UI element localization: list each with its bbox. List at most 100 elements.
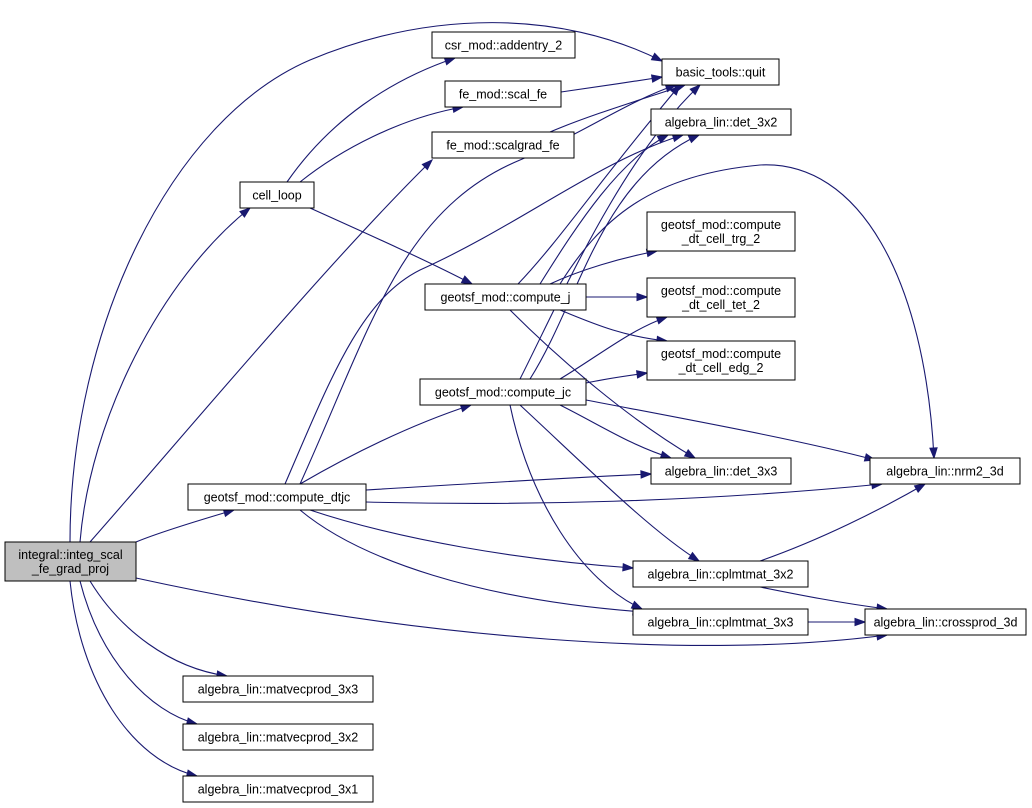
nodes-layer: integral::integ_scal_fe_grad_proj cell_lo… bbox=[4, 31, 1027, 803]
node-det-3x2[interactable]: algebra_lin::det_3x2 bbox=[650, 108, 792, 136]
edge-compute-j-to-trg-2 bbox=[549, 248, 659, 285]
arrowhead bbox=[656, 134, 670, 144]
node-box bbox=[444, 80, 562, 108]
node-tet-2[interactable]: geotsf_mod::compute_dt_cell_tet_2 bbox=[646, 277, 796, 318]
edge-compute-dtjc-to-det-3x2 bbox=[284, 133, 685, 485]
node-box bbox=[239, 181, 315, 209]
node-crossprod-3d[interactable]: algebra_lin::crossprod_3d bbox=[864, 608, 1027, 636]
edge-compute-j-to-det-3x2 bbox=[539, 134, 670, 285]
edge-compute-dtjc-to-cplmtmat-3x2 bbox=[309, 509, 635, 572]
edge-line bbox=[286, 57, 456, 183]
edge-line bbox=[69, 22, 663, 543]
arrowhead bbox=[460, 275, 474, 285]
node-label: algebra_lin::cplmtmat_3x3 bbox=[648, 616, 794, 630]
edge-line bbox=[89, 159, 433, 543]
edge-compute-jc-to-tet-2 bbox=[559, 316, 669, 380]
edge-line bbox=[284, 134, 684, 485]
node-compute-dtjc[interactable]: geotsf_mod::compute_dtjc bbox=[187, 483, 367, 511]
node-box bbox=[187, 483, 367, 511]
arrowhead bbox=[659, 450, 673, 459]
node-cplmtmat-3x2[interactable]: algebra_lin::cplmtmat_3x2 bbox=[632, 560, 809, 588]
edge-line bbox=[559, 316, 668, 380]
edge-cplmtmat-3x2-to-crossprod-3d bbox=[759, 586, 889, 612]
node-label: algebra_lin::cplmtmat_3x2 bbox=[648, 568, 794, 582]
node-cplmtmat-3x3[interactable]: algebra_lin::cplmtmat_3x3 bbox=[632, 608, 809, 636]
edge-integ-scal-to-cell-loop bbox=[79, 207, 252, 543]
edge-fe-scal-to-quit bbox=[560, 74, 664, 93]
edge-line bbox=[559, 404, 672, 459]
node-label: csr_mod::addentry_2 bbox=[445, 39, 562, 53]
node-box bbox=[632, 560, 809, 588]
node-label: algebra_lin::crossprod_3d bbox=[874, 616, 1018, 630]
node-label: algebra_lin::nrm2_3d bbox=[886, 465, 1003, 479]
node-box bbox=[424, 283, 587, 311]
edge-line bbox=[365, 473, 652, 491]
node-label: fe_mod::scalgrad_fe bbox=[446, 139, 559, 153]
arrowhead bbox=[929, 447, 938, 460]
node-box bbox=[646, 340, 796, 381]
node-edg-2[interactable]: geotsf_mod::compute_dt_cell_edg_2 bbox=[646, 340, 796, 381]
edge-line bbox=[559, 309, 668, 342]
node-box bbox=[182, 723, 374, 751]
edge-line bbox=[89, 580, 228, 677]
node-label: geotsf_mod::compute_j bbox=[441, 291, 571, 305]
node-label: algebra_lin::matvecprod_3x2 bbox=[198, 731, 359, 745]
node-label: geotsf_mod::compute_dtjc bbox=[204, 491, 351, 505]
arrowhead bbox=[913, 483, 927, 493]
node-label: fe_mod::scal_fe bbox=[459, 88, 547, 102]
node-label: geotsf_mod::compute bbox=[661, 347, 781, 361]
node-fe-scalgrad[interactable]: fe_mod::scalgrad_fe bbox=[431, 131, 575, 159]
edge-line bbox=[309, 207, 473, 285]
edge-line bbox=[69, 580, 198, 777]
edges-layer bbox=[69, 22, 938, 778]
node-quit[interactable]: basic_tools::quit bbox=[661, 58, 780, 86]
edge-cplmtmat-3x2-to-nrm2-3d bbox=[759, 483, 927, 562]
edge-line bbox=[549, 250, 658, 285]
node-label: _dt_cell_trg_2 bbox=[681, 232, 761, 246]
node-nrm2-3d[interactable]: algebra_lin::nrm2_3d bbox=[869, 457, 1021, 485]
node-label: algebra_lin::det_3x2 bbox=[665, 116, 778, 130]
arrowhead bbox=[689, 83, 702, 96]
node-fe-scal[interactable]: fe_mod::scal_fe bbox=[444, 80, 562, 108]
edge-compute-j-to-tet-2 bbox=[586, 292, 649, 302]
node-box bbox=[431, 131, 575, 159]
arrowhead bbox=[669, 83, 681, 96]
edge-compute-j-to-det-3x3 bbox=[509, 309, 697, 459]
arrowhead bbox=[636, 292, 649, 302]
edge-line bbox=[560, 76, 663, 93]
node-label: _fe_grad_proj bbox=[31, 562, 109, 576]
edge-line bbox=[299, 509, 644, 613]
node-det-3x3[interactable]: algebra_lin::det_3x3 bbox=[650, 457, 792, 485]
node-box bbox=[650, 457, 792, 485]
node-compute-jc[interactable]: geotsf_mod::compute_jc bbox=[419, 378, 587, 406]
edge-line bbox=[759, 483, 926, 562]
edge-integ-scal-to-quit bbox=[69, 22, 664, 543]
edge-compute-dtjc-to-det-3x3 bbox=[365, 470, 653, 491]
edge-cplmtmat-3x3-to-crossprod-3d bbox=[808, 617, 867, 627]
edge-compute-jc-to-det-3x3 bbox=[559, 404, 673, 459]
node-compute-j[interactable]: geotsf_mod::compute_j bbox=[424, 283, 587, 311]
node-cell-loop[interactable]: cell_loop bbox=[239, 181, 315, 209]
edge-line bbox=[539, 134, 669, 285]
edge-integ-scal-to-matvec-3x3 bbox=[89, 580, 229, 679]
node-box bbox=[646, 211, 796, 252]
edge-compute-jc-to-edg-2 bbox=[585, 370, 649, 384]
edge-compute-jc-to-cplmtmat-3x2 bbox=[519, 404, 701, 562]
node-matvec-3x1[interactable]: algebra_lin::matvecprod_3x1 bbox=[182, 775, 374, 803]
node-trg-2[interactable]: geotsf_mod::compute_dt_cell_trg_2 bbox=[646, 211, 796, 252]
arrowhead bbox=[683, 448, 697, 459]
node-box bbox=[4, 541, 137, 582]
node-matvec-3x3[interactable]: algebra_lin::matvecprod_3x3 bbox=[182, 675, 374, 703]
edge-compute-dtjc-to-nrm2-3d bbox=[365, 480, 884, 504]
arrowhead bbox=[239, 207, 252, 218]
edge-compute-jc-to-nrm2-3d bbox=[585, 399, 877, 462]
node-csr-addentry[interactable]: csr_mod::addentry_2 bbox=[431, 31, 576, 59]
edge-line bbox=[509, 404, 643, 610]
node-box bbox=[646, 277, 796, 318]
node-integ-scal[interactable]: integral::integ_scal_fe_grad_proj bbox=[4, 541, 137, 582]
node-matvec-3x2[interactable]: algebra_lin::matvecprod_3x2 bbox=[182, 723, 374, 751]
edge-line bbox=[135, 509, 235, 543]
node-box bbox=[431, 31, 576, 59]
edge-line bbox=[529, 134, 700, 380]
edge-integ-scal-to-compute-dtjc bbox=[135, 508, 236, 543]
